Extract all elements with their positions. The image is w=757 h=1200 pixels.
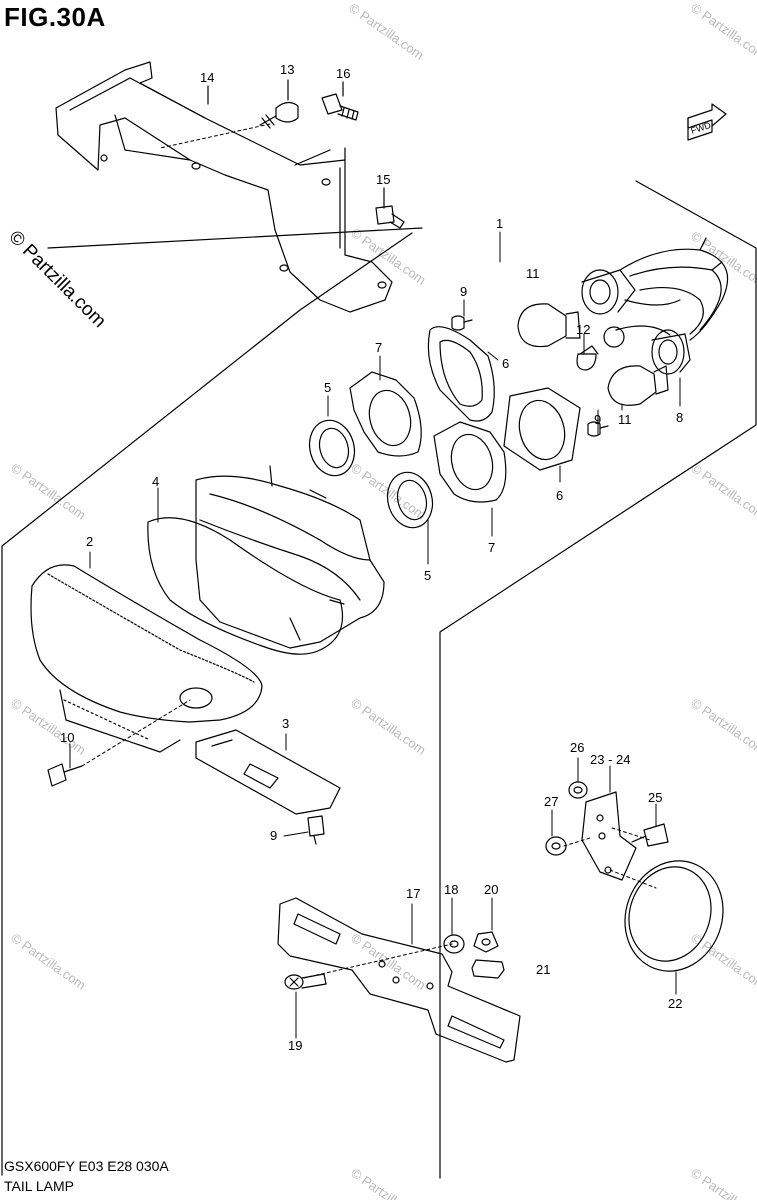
callout-2: 2 (86, 534, 93, 549)
holder-7-lower (433, 421, 507, 503)
callout-8: 8 (676, 410, 683, 425)
screw-10 (47, 763, 83, 787)
license-plate-bracket (277, 897, 521, 1063)
callout-9: 9 (270, 828, 277, 843)
callout-23-24: 23 - 24 (590, 752, 630, 767)
callout-26: 26 (570, 740, 584, 755)
section-name: TAIL LAMP (4, 1178, 75, 1194)
watermark: © Partzilla.com (348, 930, 428, 993)
washer-18 (443, 934, 465, 954)
callout-22: 22 (668, 996, 682, 1011)
watermark: © Partzilla.com (8, 930, 88, 993)
callout-6: 6 (502, 356, 509, 371)
tail-lamp-bracket (55, 61, 393, 313)
callout-19: 19 (288, 1038, 302, 1053)
reflector-bracket (581, 791, 637, 881)
lamp-housing (195, 465, 385, 649)
watermark: © Partzilla.com (688, 228, 757, 291)
leader-lines (69, 123, 681, 1039)
watermark: © Partzilla.com (348, 695, 428, 758)
side-watermark: © Partzilla.com (4, 227, 109, 332)
bulb-12 (576, 345, 599, 371)
leader-line (207, 79, 385, 209)
watermark: © Partzilla.com (346, 0, 426, 63)
watermark: © Partzilla.com (688, 0, 757, 63)
model-code: GSX600FY E03 E28 030A (4, 1158, 169, 1174)
arrow-icon (687, 103, 727, 141)
watermark: © Partzilla.com (8, 695, 88, 758)
callout-13: 13 (280, 62, 294, 77)
callout-21: 21 (536, 962, 550, 977)
tail-lamp-lens (30, 564, 263, 753)
watermark: © Partzilla.com (688, 1165, 757, 1200)
bolt-21 (471, 959, 505, 979)
callout-7: 7 (488, 540, 495, 555)
watermark: © Partzilla.com (8, 460, 88, 523)
screw-19 (284, 973, 327, 990)
callout-18: 18 (444, 882, 458, 897)
callout-25: 25 (648, 790, 662, 805)
holder-7-upper (349, 371, 422, 457)
lamp-seal (147, 517, 344, 655)
bolt-25 (631, 823, 669, 847)
callout-14: 14 (200, 70, 214, 85)
washer-27 (545, 836, 567, 856)
ring-5-lower (386, 471, 434, 529)
callout-1: 1 (496, 216, 503, 231)
gasket-6-lower (503, 387, 581, 471)
bolt-16 (321, 93, 359, 121)
screw-15 (375, 205, 405, 229)
callout-5: 5 (424, 568, 431, 583)
callout-9: 9 (460, 284, 467, 299)
callout-15: 15 (376, 172, 390, 187)
callout-20: 20 (484, 882, 498, 897)
callout-5: 5 (324, 380, 331, 395)
figure-title: FIG.30A (4, 2, 106, 32)
callout-11: 11 (618, 412, 632, 427)
watermark: © Partzilla.com (348, 1165, 428, 1200)
ring-5-upper (308, 419, 356, 477)
callout-7: 7 (375, 340, 382, 355)
callout-labels: 1 2 3 4 5 5 6 6 7 7 8 9 9 9 10 11 11 12 … (60, 62, 683, 1053)
bulb-11-upper (517, 303, 581, 348)
callout-16: 16 (336, 66, 350, 81)
callout-10: 10 (60, 730, 74, 745)
watermark: © Partzilla.com (688, 695, 757, 758)
nut-20 (473, 931, 499, 953)
callout-11: 11 (526, 266, 540, 281)
watermark: © Partzilla.com (688, 460, 757, 523)
nut-26 (568, 781, 588, 799)
bulb-11-lower (607, 365, 669, 406)
socket-harness (581, 237, 729, 375)
license-lamp (195, 729, 341, 815)
callout-3: 3 (282, 716, 289, 731)
callout-6: 6 (556, 488, 563, 503)
callout-9: 9 (594, 412, 601, 427)
gasket-6-upper (427, 326, 495, 422)
screw-9-mid (587, 421, 609, 437)
rear-reflector (624, 860, 724, 972)
callout-27: 27 (544, 794, 558, 809)
callout-12: 12 (576, 322, 590, 337)
callout-4: 4 (152, 474, 159, 489)
screw-9-upper (451, 315, 473, 331)
screw-9-lower (307, 815, 325, 845)
assembly-outline (1, 180, 757, 1179)
screw-13 (259, 101, 299, 129)
callout-17: 17 (406, 886, 420, 901)
